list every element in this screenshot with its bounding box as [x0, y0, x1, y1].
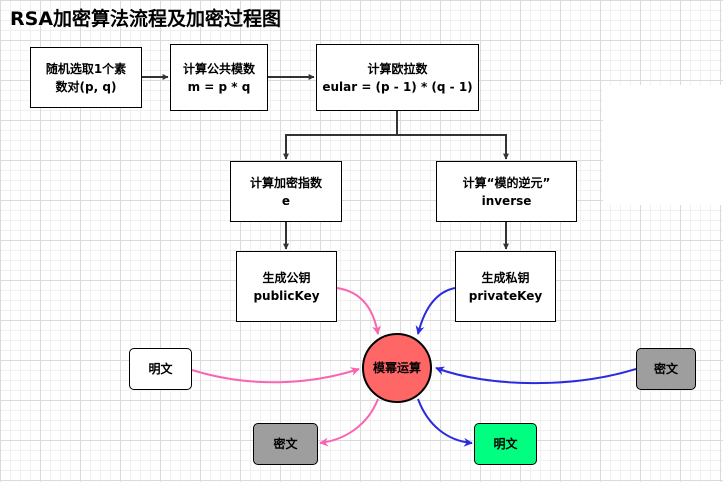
- node-public-key-line1: 生成公钥: [262, 270, 311, 285]
- node-euler[interactable]: 计算欧拉数 eular = (p - 1) * (q - 1): [316, 44, 479, 111]
- arrow-modexp-to-ciphertext: [319, 398, 379, 447]
- node-modulus[interactable]: 计算公共模数 m = p * q: [170, 44, 268, 111]
- node-plaintext-in[interactable]: 明文: [129, 348, 192, 390]
- node-modexp-label: 模幂运算: [373, 361, 422, 375]
- node-euler-line2: eular = (p - 1) * (q - 1): [322, 79, 473, 94]
- arrow-public-key-to-modexp: [336, 287, 381, 335]
- node-select-primes-line1: 随机选取1个素: [45, 61, 127, 76]
- diagram-title: RSA加密算法流程及加密过程图: [10, 8, 282, 30]
- node-modulus-line2: m = p * q: [187, 79, 251, 94]
- node-private-key[interactable]: 生成私钥 privateKey: [455, 251, 556, 322]
- arrow-modexp-to-plaintext: [417, 398, 473, 447]
- node-inverse-line1: 计算“模的逆元”: [462, 175, 551, 190]
- arrow-euler-to-exponent: [283, 111, 398, 160]
- node-exponent[interactable]: 计算加密指数 e: [230, 161, 342, 222]
- arrow-euler-to-inverse: [397, 134, 509, 160]
- arrow-ciphertext-to-modexp: [435, 366, 637, 385]
- node-modulus-line1: 计算公共模数: [182, 61, 255, 76]
- node-select-primes-line2: 数对(p, q): [55, 79, 117, 94]
- node-inverse[interactable]: 计算“模的逆元” inverse: [436, 161, 577, 222]
- node-private-key-line2: privateKey: [468, 288, 543, 303]
- node-public-key[interactable]: 生成公钥 publicKey: [236, 251, 337, 322]
- node-euler-line1: 计算欧拉数: [367, 61, 428, 76]
- node-public-key-line2: publicKey: [253, 288, 320, 303]
- arrow-private-key-to-modexp: [415, 287, 456, 335]
- node-plaintext-out-label: 明文: [493, 437, 518, 451]
- node-select-primes[interactable]: 随机选取1个素 数对(p, q): [30, 47, 142, 108]
- node-plaintext-in-label: 明文: [148, 362, 173, 376]
- node-inverse-line2: inverse: [481, 193, 532, 208]
- node-exponent-line2: e: [281, 193, 291, 208]
- node-ciphertext-in[interactable]: 密文: [636, 348, 696, 390]
- node-ciphertext-out[interactable]: 密文: [253, 423, 318, 465]
- node-ciphertext-out-label: 密文: [273, 437, 298, 451]
- node-plaintext-out[interactable]: 明文: [474, 423, 537, 465]
- node-ciphertext-in-label: 密文: [653, 362, 678, 376]
- node-modexp[interactable]: 模幂运算: [362, 333, 432, 403]
- blank-panel: [603, 85, 723, 205]
- node-private-key-line1: 生成私钥: [481, 270, 530, 285]
- arrow-plaintext-to-modexp: [191, 367, 360, 384]
- node-exponent-line1: 计算加密指数: [249, 175, 322, 190]
